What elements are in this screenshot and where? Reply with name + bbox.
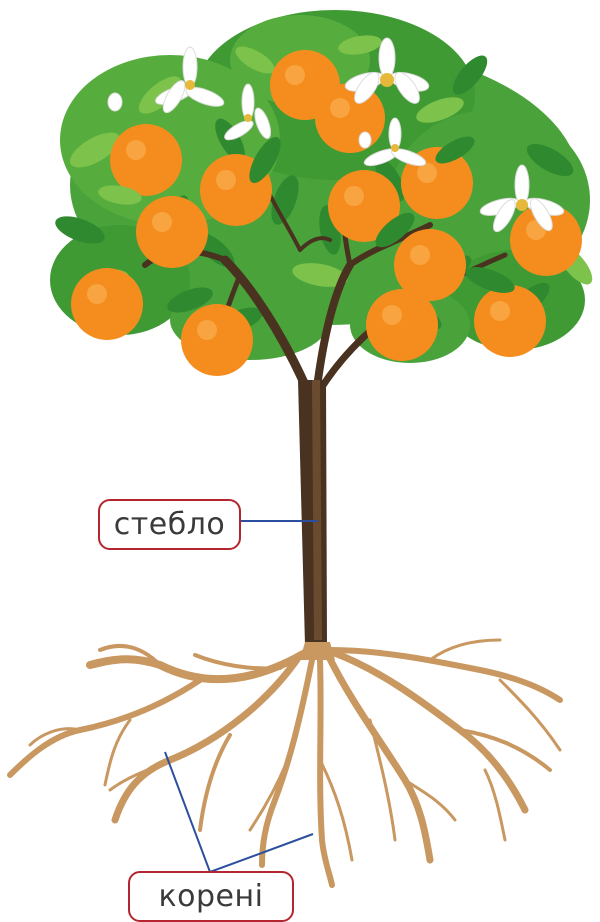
stem-label-text: стебло	[114, 510, 225, 540]
orange-fruit	[110, 124, 182, 196]
orange-fruit	[181, 304, 253, 376]
leader-lines	[165, 521, 318, 872]
orange-fruit	[474, 285, 546, 357]
orange-fruit	[315, 83, 385, 153]
roots	[10, 640, 560, 885]
orange-fruit	[71, 268, 143, 340]
trunk	[298, 380, 327, 645]
roots-leader-line	[165, 752, 313, 872]
roots-label: корені	[128, 871, 294, 922]
orange-fruit	[366, 289, 438, 361]
roots-label-text: корені	[159, 882, 264, 912]
orange-fruit	[136, 196, 208, 268]
stem-label: стебло	[98, 499, 241, 550]
